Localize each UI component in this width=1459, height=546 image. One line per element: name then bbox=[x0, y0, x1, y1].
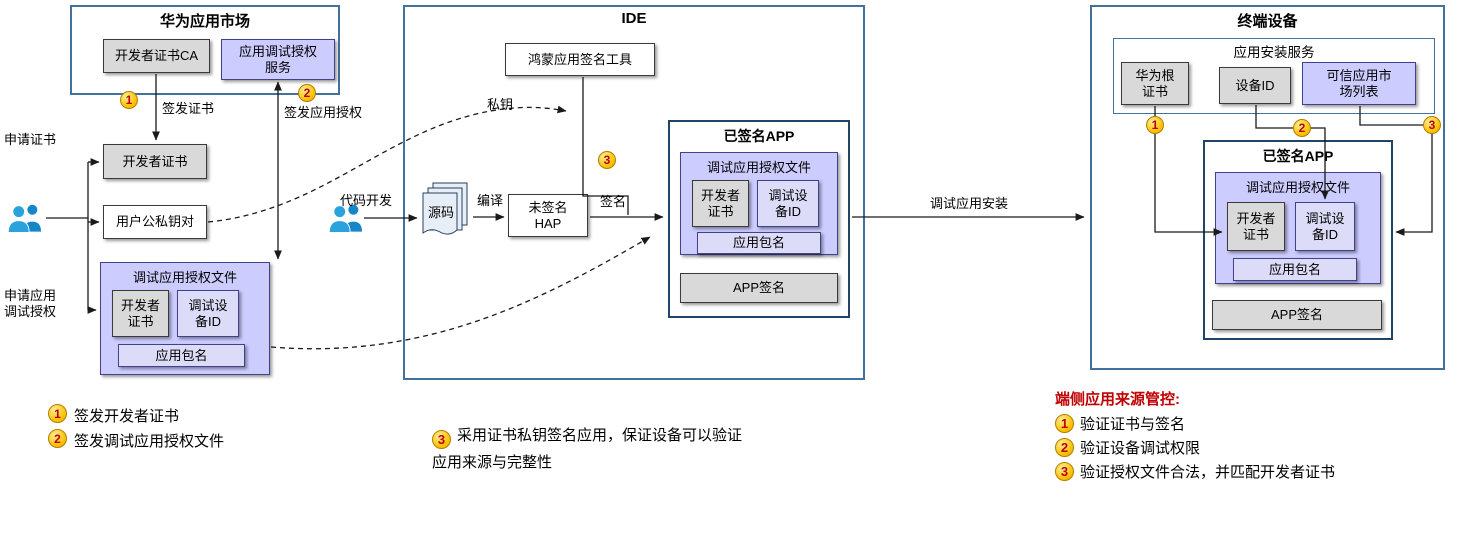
note3-text: 采用证书私钥签名应用，保证设备可以验证 应用来源与完整性 bbox=[432, 427, 743, 472]
device-note1-text: 验证证书与签名 bbox=[1080, 416, 1186, 433]
device-control-item-1: 1 验证证书与签名 bbox=[1055, 413, 1455, 434]
issue-auth-label: 签发应用授权 bbox=[284, 105, 363, 120]
ide-auth-file-title: 调试应用授权文件 bbox=[706, 160, 811, 175]
device-step2-badge: 2 bbox=[1293, 119, 1311, 137]
apply-cert-label: 申请证书 bbox=[4, 132, 57, 147]
market-step1-badge: 1 bbox=[120, 91, 138, 109]
developer-cert-ca-box: 开发者证书CA bbox=[103, 39, 210, 73]
ide-panel-title: IDE bbox=[621, 10, 647, 27]
device-app-signature-box: APP签名 bbox=[1212, 300, 1382, 330]
ide-authfile-deviceid-box: 调试设 备ID bbox=[757, 180, 819, 227]
market-panel-title: 华为应用市场 bbox=[159, 13, 250, 30]
device-authfile-devcert-box: 开发者 证书 bbox=[1227, 202, 1285, 251]
harmony-sign-tool-box: 鸿蒙应用签名工具 bbox=[505, 43, 655, 76]
device-signed-app-title: 已签名APP bbox=[1262, 148, 1334, 164]
unsigned-hap-box: 未签名 HAP bbox=[508, 194, 588, 237]
market-authfile-deviceid-box: 调试设 备ID bbox=[177, 290, 239, 337]
developer-cert-box: 开发者证书 bbox=[103, 144, 207, 179]
device-control-item-3: 3 验证授权文件合法，并匹配开发者证书 bbox=[1055, 461, 1455, 482]
developer-users-icon bbox=[6, 201, 46, 237]
debug-auth-service-box: 应用调试授权 服务 bbox=[221, 39, 335, 80]
sign-label: 签名 bbox=[600, 194, 627, 209]
market-auth-file-title: 调试应用授权文件 bbox=[132, 270, 237, 285]
device-note2-badge: 2 bbox=[1055, 438, 1074, 457]
device-control-title: 端侧应用来源管控: bbox=[1055, 391, 1180, 408]
huawei-root-cert-box: 华为根 证书 bbox=[1121, 62, 1189, 105]
market-step2-badge: 2 bbox=[298, 84, 316, 102]
ide-authfile-package-box: 应用包名 bbox=[697, 232, 821, 254]
issue-cert-label: 签发证书 bbox=[162, 101, 215, 116]
device-control-notes: 端侧应用来源管控: 1 验证证书与签名 2 验证设备调试权限 3 验证授权文件合… bbox=[1055, 388, 1455, 485]
install-arrow-label: 调试应用安装 bbox=[930, 196, 1009, 211]
device-step1-badge: 1 bbox=[1146, 116, 1164, 134]
device-auth-file-title: 调试应用授权文件 bbox=[1245, 180, 1350, 195]
device-step3-badge: 3 bbox=[1423, 116, 1441, 134]
note1-badge: 1 bbox=[48, 404, 67, 423]
note3-badge: 3 bbox=[432, 430, 451, 450]
note1-text: 签发开发者证书 bbox=[74, 408, 180, 425]
device-id-box: 设备ID bbox=[1219, 67, 1291, 104]
note2-badge: 2 bbox=[48, 429, 67, 448]
device-note2-text: 验证设备调试权限 bbox=[1080, 440, 1201, 457]
ide-app-signature-box: APP签名 bbox=[680, 273, 838, 303]
device-note3-badge: 3 bbox=[1055, 462, 1074, 481]
device-control-item-2: 2 验证设备调试权限 bbox=[1055, 437, 1455, 458]
ide-authfile-devcert-box: 开发者 证书 bbox=[692, 180, 749, 227]
compile-label: 编译 bbox=[477, 193, 504, 208]
apply-auth-label: 申请应用 调试授权 bbox=[4, 288, 57, 320]
private-key-label: 私钥 bbox=[487, 97, 514, 112]
code-dev-label: 代码开发 bbox=[340, 193, 393, 208]
source-code-label: 源码 bbox=[427, 205, 454, 220]
note2-text: 签发调试应用授权文件 bbox=[74, 433, 225, 450]
install-service-title: 应用安装服务 bbox=[1233, 45, 1315, 60]
market-authfile-package-box: 应用包名 bbox=[118, 344, 245, 367]
ide-step3-badge: 3 bbox=[598, 151, 616, 169]
user-keypair-box: 用户公私钥对 bbox=[103, 205, 207, 239]
ide-signed-app-title: 已签名APP bbox=[723, 128, 795, 144]
device-panel-title: 终端设备 bbox=[1237, 13, 1298, 30]
trusted-market-list-box: 可信应用市 场列表 bbox=[1302, 62, 1416, 105]
device-note3-text: 验证授权文件合法，并匹配开发者证书 bbox=[1080, 464, 1336, 481]
market-authfile-devcert-box: 开发者 证书 bbox=[112, 290, 169, 337]
device-authfile-package-box: 应用包名 bbox=[1233, 258, 1357, 281]
device-note1-badge: 1 bbox=[1055, 414, 1074, 433]
device-authfile-deviceid-box: 调试设 备ID bbox=[1295, 202, 1355, 251]
